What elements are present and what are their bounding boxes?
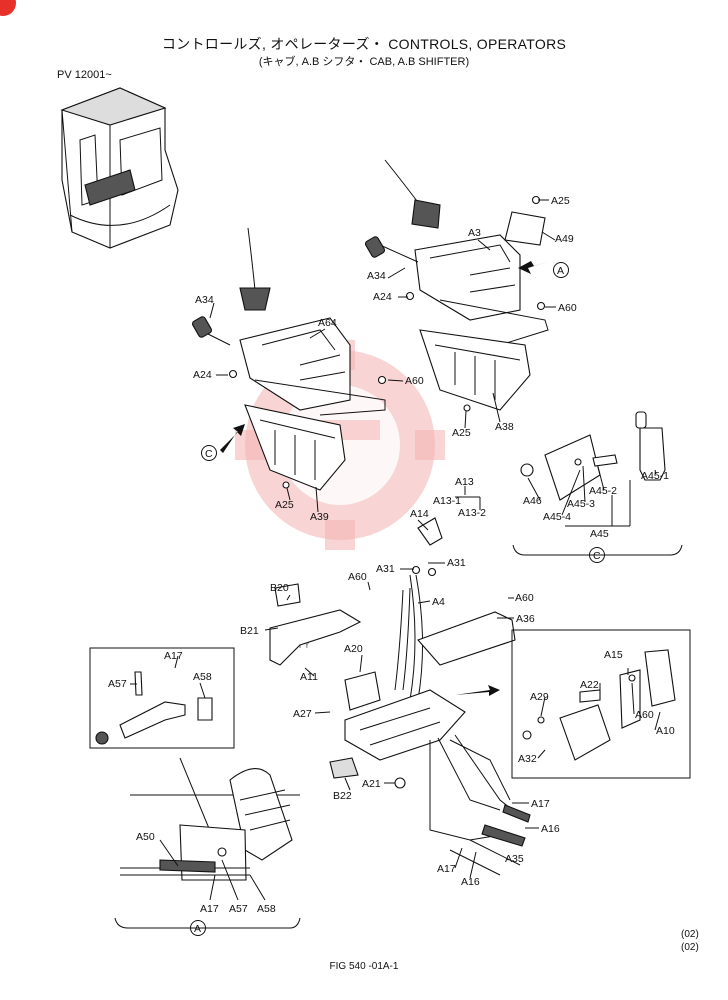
label-a46: A46	[523, 495, 542, 507]
label-a64: A64	[318, 317, 337, 329]
label-a50: A50	[136, 831, 155, 843]
label-a60-shifter: A60	[515, 592, 534, 604]
label-a17-mid: A17	[531, 798, 550, 810]
label-a3: A3	[468, 227, 481, 239]
label-a34-right: A34	[367, 270, 386, 282]
label-a34-left: A34	[195, 294, 214, 306]
label-a39: A39	[310, 511, 329, 523]
label-a24-left: A24	[193, 369, 212, 381]
lever-detail-box	[511, 629, 691, 779]
leader-lines	[130, 199, 661, 901]
label-a31-left: A31	[376, 563, 395, 575]
label-a60-right: A60	[558, 302, 577, 314]
label-a16-bottom: A16	[461, 876, 480, 888]
label-a31-right: A31	[447, 557, 466, 569]
serial-range: PV 12001~	[57, 69, 112, 81]
label-a17-bottom: A17	[437, 863, 456, 875]
label-a60-detail: A60	[635, 709, 654, 721]
label-a16-right: A16	[541, 823, 560, 835]
label-a35: A35	[505, 853, 524, 865]
label-a32: A32	[518, 753, 537, 765]
label-a45-3: A45-3	[567, 498, 595, 510]
cab-illustration	[60, 87, 179, 249]
label-a25-top: A25	[551, 195, 570, 207]
view-c-label: C	[593, 550, 601, 562]
label-a60-left: A60	[405, 375, 424, 387]
label-a13-2: A13-2	[458, 507, 486, 519]
label-a4: A4	[432, 596, 445, 608]
view-c-marker-left: C	[205, 448, 213, 460]
label-a58-view-a: A58	[257, 903, 276, 915]
label-b20: B20	[270, 582, 289, 594]
label-a57-view-a: A57	[229, 903, 248, 915]
label-a15: A15	[604, 649, 623, 661]
view-a-marker-top: A	[557, 265, 564, 277]
label-a14: A14	[410, 508, 429, 520]
label-b21: B21	[240, 625, 259, 637]
label-a58-box: A58	[193, 671, 212, 683]
shifter-assembly	[269, 517, 531, 876]
label-a21: A21	[362, 778, 381, 790]
view-arrows	[220, 261, 550, 696]
view-a-label: A	[194, 923, 201, 935]
label-a49: A49	[555, 233, 574, 245]
diagram-title: コントロールズ, オペレーターズ・ CONTROLS, OPERATORS	[161, 36, 567, 52]
part-labels: A25 A3 A49 A34 A24 A60 A34 A64 A24 A60 A…	[108, 195, 675, 915]
label-a24-right: A24	[373, 291, 392, 303]
label-b22: B22	[333, 790, 352, 802]
label-a60-mid: A60	[348, 571, 367, 583]
figure-number: FIG 540 -01A-1	[329, 961, 399, 972]
label-a45: A45	[590, 528, 609, 540]
label-a25-left: A25	[275, 499, 294, 511]
label-a29: A29	[530, 691, 549, 703]
label-a22: A22	[580, 679, 599, 691]
label-a45-1: A45-1	[641, 470, 669, 482]
label-a57-box: A57	[108, 678, 127, 690]
label-a38: A38	[495, 421, 514, 433]
view-markers: A C C A	[190, 262, 605, 936]
view-a-detail	[114, 768, 301, 929]
right-control-stand	[364, 159, 549, 412]
view-c-detail	[512, 411, 683, 556]
page-corner-badge	[0, 0, 16, 16]
label-a45-4: A45-4	[543, 511, 571, 523]
label-a36: A36	[516, 613, 535, 625]
label-a10: A10	[656, 725, 675, 737]
label-a17-box: A17	[164, 650, 183, 662]
left-control-stand	[191, 227, 387, 491]
label-a45-2: A45-2	[589, 485, 617, 497]
label-a27: A27	[293, 708, 312, 720]
label-a13: A13	[455, 476, 474, 488]
label-a11: A11	[300, 671, 318, 683]
label-a17-view-a: A17	[200, 903, 219, 915]
label-a25-mid: A25	[452, 427, 471, 439]
label-a20: A20	[344, 643, 363, 655]
revision-code-2: (02)	[681, 942, 699, 953]
label-a13-1: A13-1	[433, 495, 461, 507]
revision-code-1: (02)	[681, 929, 699, 940]
diagram-subtitle: (キャブ, A.B シフタ・ CAB, A.B SHIFTER)	[258, 56, 470, 68]
